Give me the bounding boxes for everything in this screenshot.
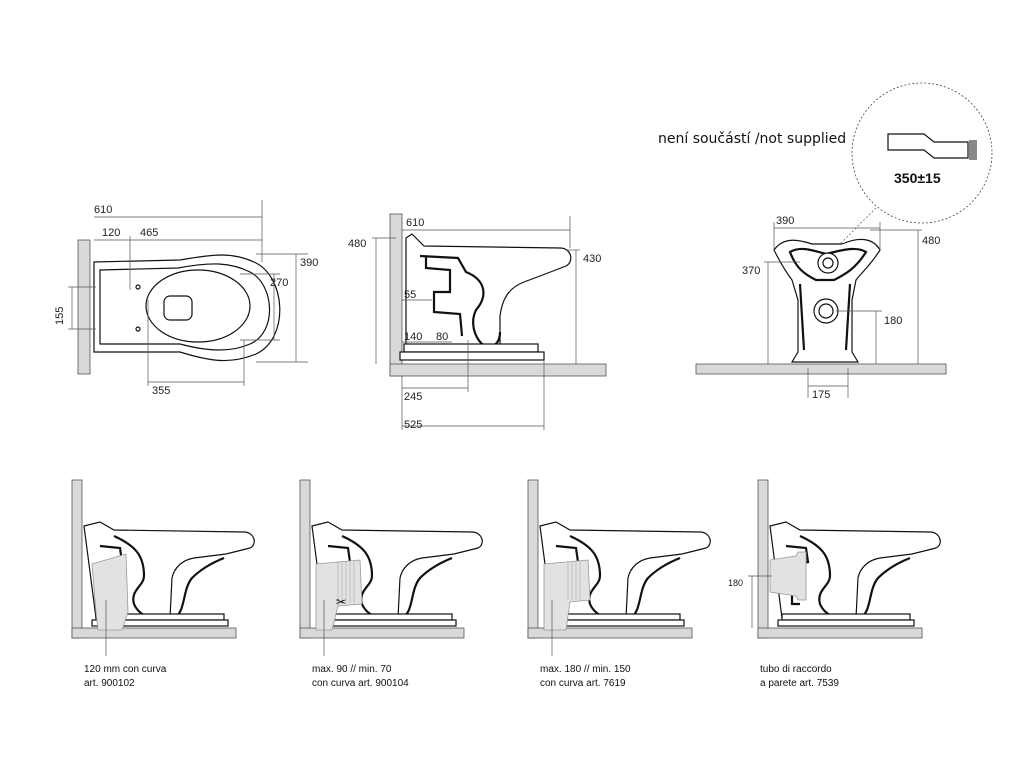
install-2-line1: max. 90 // min. 70 xyxy=(312,664,392,675)
install-4-line2: a parete art. 7539 xyxy=(760,678,839,689)
dim-side-610: 610 xyxy=(406,217,424,229)
dim-side-55: 55 xyxy=(404,289,416,301)
install-variant-1: 120 mm con curva art. 900102 xyxy=(71,479,256,689)
curve-connector-pipe xyxy=(543,559,591,631)
curve-connector-pipe xyxy=(315,559,363,631)
install-variant-2: ✂ max. 90 // min. 70 con curva art. 9001… xyxy=(299,479,484,689)
pipe-detail-callout: 350±15 xyxy=(826,82,993,258)
not-supplied-label: není součástí /not supplied xyxy=(658,131,846,147)
dim-side-430: 430 xyxy=(583,253,601,265)
dim-top-270: 270 xyxy=(270,277,288,289)
dim-top-355: 355 xyxy=(152,385,170,397)
dim-side-480: 480 xyxy=(348,238,366,250)
not-supplied-note: není součástí /not supplied xyxy=(658,131,846,147)
pipe-length-label: 350±15 xyxy=(894,170,941,186)
install-1-line1: 120 mm con curva xyxy=(84,664,167,675)
install-variant-3: max. 180 // min. 150 con curva art. 7619 xyxy=(527,479,712,689)
install-variant-4: 180 tubo di raccordo a parete art. 7539 xyxy=(728,479,942,689)
pipe-ribs xyxy=(337,561,355,603)
dim-top-610: 610 xyxy=(94,204,112,216)
pipe-end-ribs-icon xyxy=(969,140,977,160)
top-view: 610 120 465 390 270 155 355 xyxy=(54,200,318,397)
callout-circle xyxy=(851,82,993,224)
front-view: 390 480 370 180 175 xyxy=(695,215,947,401)
dim-side-80: 80 xyxy=(436,331,448,343)
dim-front-480: 480 xyxy=(922,235,940,247)
dim-front-175: 175 xyxy=(812,389,830,401)
install-3-line2: con curva art. 7619 xyxy=(540,678,626,689)
dim-top-120: 120 xyxy=(102,227,120,239)
dim-side-245: 245 xyxy=(404,391,422,403)
dim-side-525: 525 xyxy=(404,419,422,431)
dim-top-390: 390 xyxy=(300,257,318,269)
install-1-line2: art. 900102 xyxy=(84,678,135,689)
dim-top-155: 155 xyxy=(54,307,66,325)
dim-front-370: 370 xyxy=(742,265,760,277)
dim-top-465: 465 xyxy=(140,227,158,239)
dim-install-4-180: 180 xyxy=(728,578,743,588)
curve-connector-pipe xyxy=(91,553,129,631)
side-view: 610 480 430 55 140 80 245 525 xyxy=(348,213,607,431)
pipe-ribs xyxy=(567,561,581,600)
wall-connector-pipe xyxy=(769,551,807,601)
install-3-line1: max. 180 // min. 150 xyxy=(540,664,631,675)
wall-connector-pipe-icon xyxy=(887,133,969,159)
install-4-line1: tubo di raccordo xyxy=(760,664,832,675)
install-2-line2: con curva art. 900104 xyxy=(312,678,409,689)
dim-front-390: 390 xyxy=(776,215,794,227)
scissors-icon: ✂ xyxy=(336,595,346,609)
dim-side-140: 140 xyxy=(404,331,422,343)
dim-front-180: 180 xyxy=(884,315,902,327)
